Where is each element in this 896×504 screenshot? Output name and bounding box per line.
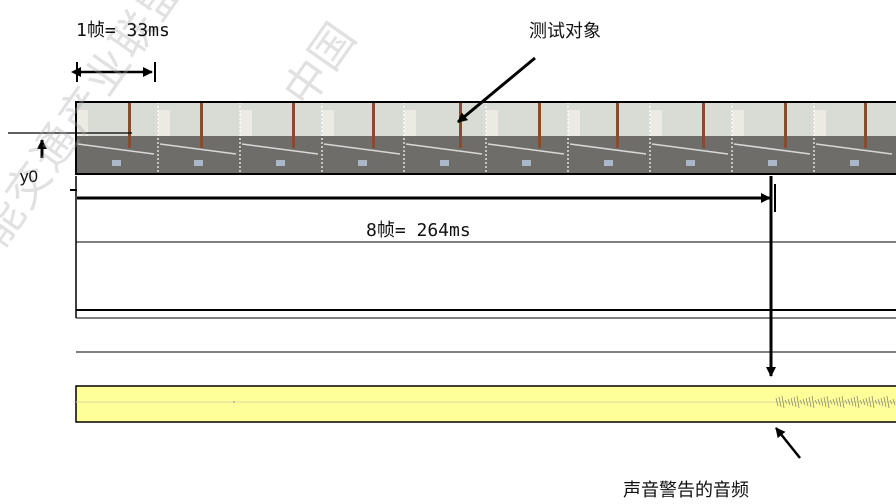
test-object-pole <box>538 102 541 148</box>
track-lines <box>75 176 896 353</box>
test-object-pole <box>128 102 131 148</box>
video-frame <box>567 102 650 174</box>
y0-label: y0 <box>20 167 38 186</box>
video-frame <box>813 102 896 174</box>
frame-width-arrow <box>71 62 156 82</box>
test-object-pole <box>200 102 203 148</box>
video-frame <box>731 102 814 174</box>
audio-warning-signal <box>233 395 896 409</box>
video-frame <box>649 102 732 174</box>
test-object-pole <box>372 102 375 148</box>
video-frame <box>157 102 240 174</box>
video-frame <box>239 102 322 174</box>
video-frame <box>485 102 568 174</box>
test-object-pole <box>784 102 787 148</box>
test-object-label: 测试对象 <box>529 21 601 42</box>
video-frame <box>403 102 486 174</box>
test-object-pole <box>616 102 619 148</box>
test-object-pole <box>459 102 462 148</box>
video-filmstrip <box>76 102 896 174</box>
test-object-pole <box>702 102 705 148</box>
audio-warning-arrow <box>775 427 801 459</box>
audio-warning-label: 声音警告的音频 <box>623 480 749 501</box>
test-object-pole <box>864 102 867 148</box>
video-frame <box>321 102 404 174</box>
video-frame <box>76 102 158 174</box>
test-object-pole <box>292 102 295 148</box>
filmstrip-border <box>75 101 896 175</box>
delay-label: 8帧= 264ms <box>366 220 471 241</box>
test-object-arrow <box>457 56 536 124</box>
frame-duration-label: 1帧= 33ms <box>76 20 170 41</box>
audio-waveform-band <box>75 385 896 423</box>
